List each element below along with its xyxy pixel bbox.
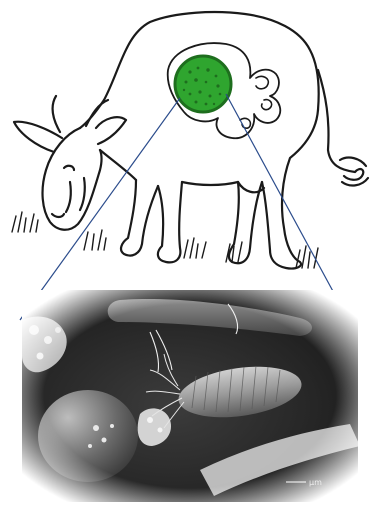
cow-illustration <box>12 12 368 268</box>
grass-tuft-1 <box>12 212 38 232</box>
cow-tail <box>318 70 363 180</box>
grass-tuft-3 <box>184 238 206 258</box>
cow-ear-left <box>14 122 62 152</box>
cow-rear-leg <box>262 110 318 269</box>
rumen-highlight <box>175 56 231 112</box>
cow-intestine-coils <box>240 76 272 128</box>
cow-front-leg-far <box>121 180 158 256</box>
cow-eye <box>64 166 74 170</box>
cow-ear-right <box>96 117 126 144</box>
cow-nostril <box>52 214 64 217</box>
cow-horn-right <box>86 100 108 126</box>
cow-neck <box>100 150 136 180</box>
cow-horn-left <box>53 96 60 132</box>
cow-belly <box>182 182 238 185</box>
micrograph-vignette <box>22 290 358 502</box>
grass-tuft-2 <box>84 230 106 250</box>
cow-front-leg-near <box>158 182 182 262</box>
rumen-circle <box>175 56 231 112</box>
cow-face-lines <box>66 178 85 212</box>
